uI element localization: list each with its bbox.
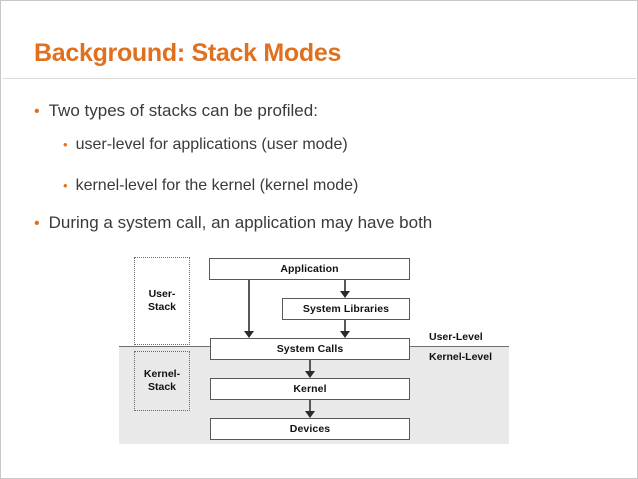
page-title: Background: Stack Modes [34, 39, 342, 67]
diagram-box-label: Application [280, 263, 339, 275]
list-item-label: user-level for applications (user mode) [75, 136, 348, 153]
diagram-box-label: System Calls [276, 343, 344, 355]
diagram-box-devices: Devices [210, 418, 410, 440]
kernel-stack-label: Kernel-Stack [143, 367, 181, 393]
kernel-stack-box: Kernel-Stack [134, 351, 190, 411]
diagram-box-system-libraries: System Libraries [282, 298, 410, 320]
arrow-head-icon [340, 291, 350, 298]
diagram-box-kernel: Kernel [210, 378, 410, 400]
arrow-head-icon [305, 411, 315, 418]
arrow-head-icon [340, 331, 350, 338]
user-stack-box: User-Stack [134, 257, 190, 345]
list-item: • Two types of stacks can be profiled: [34, 102, 318, 120]
kernel-level-label: Kernel-Level [429, 351, 493, 363]
diagram-box-system-calls: System Calls [210, 338, 410, 360]
list-item: • kernel-level for the kernel (kernel mo… [63, 178, 358, 194]
list-item-label: Two types of stacks can be profiled: [48, 101, 318, 120]
diagram-box-label: Devices [289, 423, 331, 435]
list-item-label: kernel-level for the kernel (kernel mode… [75, 177, 359, 194]
arrow-head-icon [305, 371, 315, 378]
arrow-kernel-to-devices [309, 399, 311, 413]
list-item: • During a system call, an application m… [34, 214, 432, 232]
user-stack-label: User-Stack [147, 287, 177, 313]
list-item: • user-level for applications (user mode… [63, 137, 348, 153]
arrow-system-libraries-to-system-calls [344, 319, 346, 333]
diagram-box-label: System Libraries [302, 303, 390, 315]
arrow-system-calls-to-kernel [309, 359, 311, 373]
title-divider [2, 78, 636, 79]
arrow-head-icon [244, 331, 254, 338]
bullet-dot-icon: • [63, 137, 68, 152]
arrow-application-to-system-calls [248, 279, 250, 333]
bullet-dot-icon: • [34, 103, 40, 120]
diagram-box-application: Application [209, 258, 410, 280]
user-level-label: User-Level [429, 331, 483, 343]
bullet-dot-icon: • [63, 178, 68, 193]
list-item-label: During a system call, an application may… [48, 213, 433, 232]
arrow-application-to-system-libraries [344, 279, 346, 293]
diagram-box-label: Kernel [293, 383, 327, 395]
bullet-dot-icon: • [34, 215, 40, 232]
